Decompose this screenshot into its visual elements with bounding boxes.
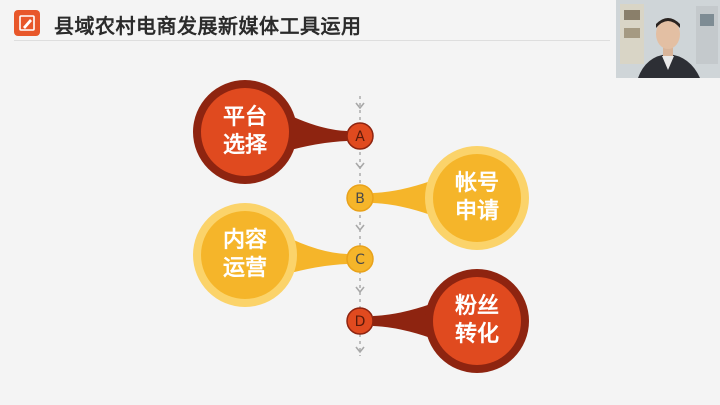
- chevron-down-icon: [355, 286, 365, 294]
- step-node-a: [346, 122, 374, 150]
- step-circle-b: [433, 154, 521, 242]
- step-label-line1: 内容: [222, 228, 267, 253]
- pencil-icon: [14, 10, 40, 36]
- presenter-video-icon: [616, 0, 720, 78]
- connector-b: [373, 178, 439, 218]
- step-circle-a: [201, 88, 289, 176]
- step-label-line1: 帐号: [454, 171, 499, 196]
- connector-c: [283, 235, 347, 275]
- step-letter-c: C: [355, 252, 365, 268]
- connector-a: [283, 112, 347, 152]
- step-label-c: 内容运营: [190, 227, 300, 283]
- step-label-line2: 申请: [454, 199, 499, 224]
- step-label-a: 平台选择: [190, 104, 300, 160]
- step-letter-a: A: [355, 129, 365, 145]
- step-label-line2: 运营: [222, 256, 267, 281]
- step-letter-d: D: [355, 314, 366, 330]
- title-divider: [14, 40, 610, 41]
- step-node-b: [346, 184, 374, 212]
- step-node-d: [346, 307, 374, 335]
- chevron-down-icon: [355, 346, 365, 354]
- connector-d: [373, 301, 439, 341]
- step-node-c: [346, 245, 374, 273]
- step-label-line2: 选择: [222, 133, 267, 158]
- step-circle-d: [433, 277, 521, 365]
- step-label-line1: 粉丝: [454, 294, 499, 319]
- step-label-d: 粉丝转化: [422, 293, 532, 349]
- step-label-b: 帐号申请: [422, 170, 532, 226]
- step-letter-b: B: [355, 191, 365, 207]
- chevron-down-icon: [355, 102, 365, 110]
- step-circle-c: [201, 211, 289, 299]
- chevron-down-icon: [355, 162, 365, 170]
- chevron-down-icon: [355, 224, 365, 232]
- page-title: 县域农村电商发展新媒体工具运用: [54, 14, 362, 38]
- step-label-line2: 转化: [454, 322, 499, 347]
- step-label-line1: 平台: [222, 105, 267, 130]
